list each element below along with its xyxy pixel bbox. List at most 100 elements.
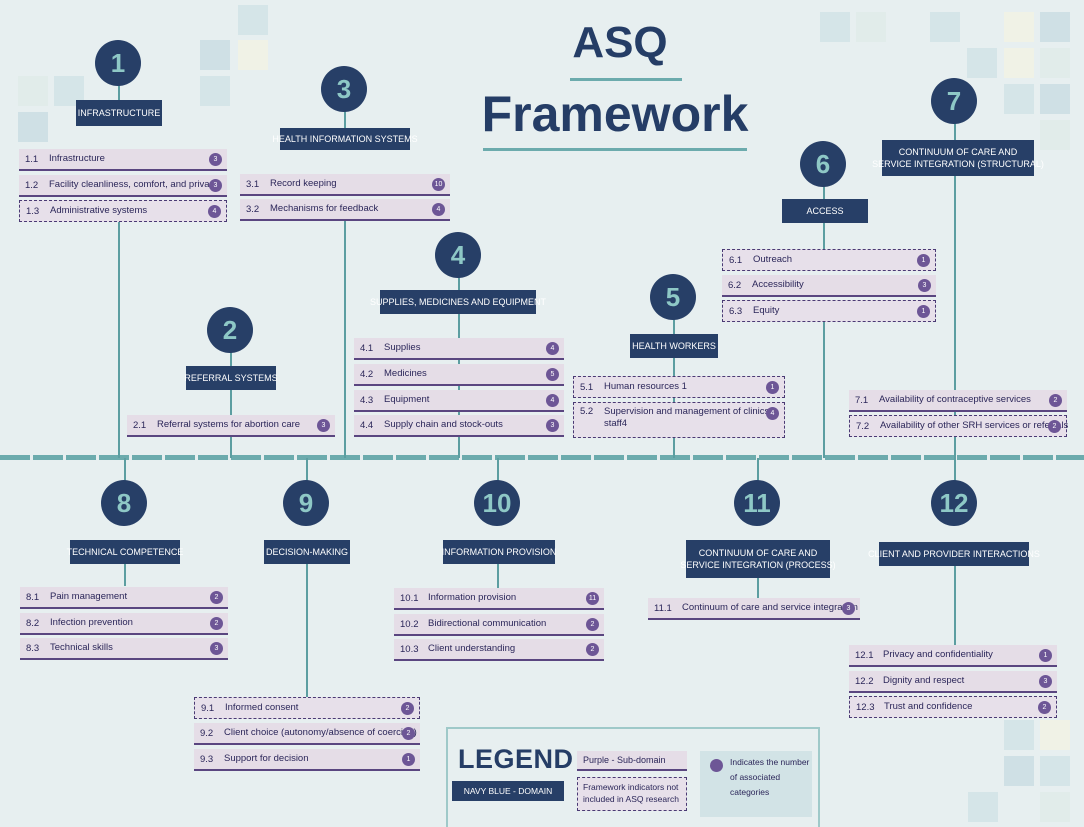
count-badge: 1	[766, 381, 779, 394]
count-badge: 1	[1039, 649, 1052, 662]
domain-label-2: REFERRAL SYSTEMS	[184, 366, 278, 390]
title-line-2: Framework	[481, 86, 749, 142]
subdomain-number: 9.3	[200, 753, 214, 765]
subdomain-label: Infection prevention	[50, 617, 133, 628]
legend-count: Indicates the number of associated categ…	[700, 751, 812, 817]
decor-square	[1040, 720, 1070, 750]
domain-label-12: CLIENT AND PROVIDER INTERACTIONS	[868, 542, 1040, 566]
domain-number-3: 3	[321, 66, 367, 112]
decor-square	[200, 76, 230, 106]
count-badge: 4	[766, 407, 779, 420]
subdomain-number: 5.2	[580, 406, 594, 417]
subdomain-label: Informed consent	[225, 702, 299, 713]
subdomain-number: 5.1	[580, 381, 594, 393]
subdomain-number: 12.2	[855, 675, 874, 687]
decor-square	[1004, 720, 1034, 750]
domain-label-4: SUPPLIES, MEDICINES AND EQUIPMENT	[370, 290, 546, 314]
count-badge: 2	[210, 591, 223, 604]
subdomain-number: 4.3	[360, 394, 374, 406]
count-badge: 2	[1048, 420, 1061, 433]
domain-number-9: 9	[283, 480, 329, 526]
decor-square	[1040, 756, 1070, 786]
connector	[497, 458, 499, 486]
count-badge: 4	[546, 342, 559, 355]
decor-square	[200, 40, 230, 70]
decor-square	[1040, 120, 1070, 150]
subdomain-label: Dignity and respect	[883, 675, 965, 686]
decor-square	[967, 48, 997, 78]
domain-number-5: 5	[650, 274, 696, 320]
decor-square	[1040, 792, 1070, 822]
domain-number-2: 2	[207, 307, 253, 353]
subdomain-number: 3.1	[246, 178, 260, 190]
subdomain-label: Client understanding	[428, 643, 516, 654]
subdomain-item: 3.2 Mechanisms for feedback 4	[240, 199, 450, 221]
subdomain-label: Availability of other SRH services or re…	[880, 420, 1069, 431]
legend-box	[446, 727, 820, 827]
decor-square	[1040, 12, 1070, 42]
decor-square	[238, 40, 268, 70]
subdomain-number: 1.1	[25, 153, 39, 165]
legend-domain: NAVY BLUE - DOMAIN	[452, 781, 564, 801]
count-badge: 1	[917, 305, 930, 318]
subdomain-number: 7.1	[855, 394, 869, 406]
domain-label-3: HEALTH INFORMATION SYSTEMS	[272, 128, 418, 150]
domain-number-8: 8	[101, 480, 147, 526]
connector	[954, 176, 956, 458]
count-badge: 2	[1038, 701, 1051, 714]
count-badge: 4	[546, 394, 559, 407]
subdomain-label: Outreach	[753, 254, 793, 265]
subdomain-number: 4.1	[360, 342, 374, 354]
subdomain-label: Supply chain and stock-outs	[384, 419, 503, 430]
count-badge: 1	[402, 753, 415, 766]
domain-number-12: 12	[931, 480, 977, 526]
subdomain-label: Record keeping	[270, 178, 337, 189]
count-badge: 2	[402, 727, 415, 740]
subdomain-label: Availability of contraceptive services	[879, 394, 1031, 405]
subdomain-number: 2.1	[133, 419, 147, 431]
count-badge: 2	[210, 617, 223, 630]
connector	[306, 458, 308, 486]
subdomain-label: Accessibility	[752, 279, 804, 290]
subdomain-number: 3.2	[246, 203, 260, 215]
subdomain-label: Infrastructure	[49, 153, 105, 164]
subdomain-label: Mechanisms for feedback	[270, 203, 379, 214]
subdomain-number: 10.1	[400, 592, 419, 604]
domain-number-6: 6	[800, 141, 846, 187]
subdomain-number: 1.2	[25, 179, 39, 191]
legend-title: LEGEND	[458, 744, 574, 774]
subdomain-number: 11.1	[654, 602, 672, 614]
subdomain-number: 1.3	[26, 205, 40, 217]
domain-number-10: 10	[474, 480, 520, 526]
legend-not-included: Framework indicators not included in ASQ…	[577, 777, 687, 811]
connector	[230, 350, 232, 458]
count-badge: 4	[432, 203, 445, 216]
subdomain-number: 8.3	[26, 642, 40, 654]
decor-square	[18, 112, 48, 142]
domain-label-8: TECHNICAL COMPETENCE	[67, 540, 183, 564]
decor-square	[968, 792, 998, 822]
subdomain-label: Supplies	[384, 342, 421, 353]
connector	[306, 562, 308, 698]
subdomain-number: 6.1	[729, 254, 743, 266]
subdomain-label: Medicines	[384, 368, 427, 379]
domain-label-7: CONTINUUM OF CARE AND SERVICE INTEGRATIO…	[872, 140, 1044, 176]
subdomain-number: 9.2	[200, 727, 214, 739]
subdomain-label: Bidirectional communication	[428, 618, 547, 629]
